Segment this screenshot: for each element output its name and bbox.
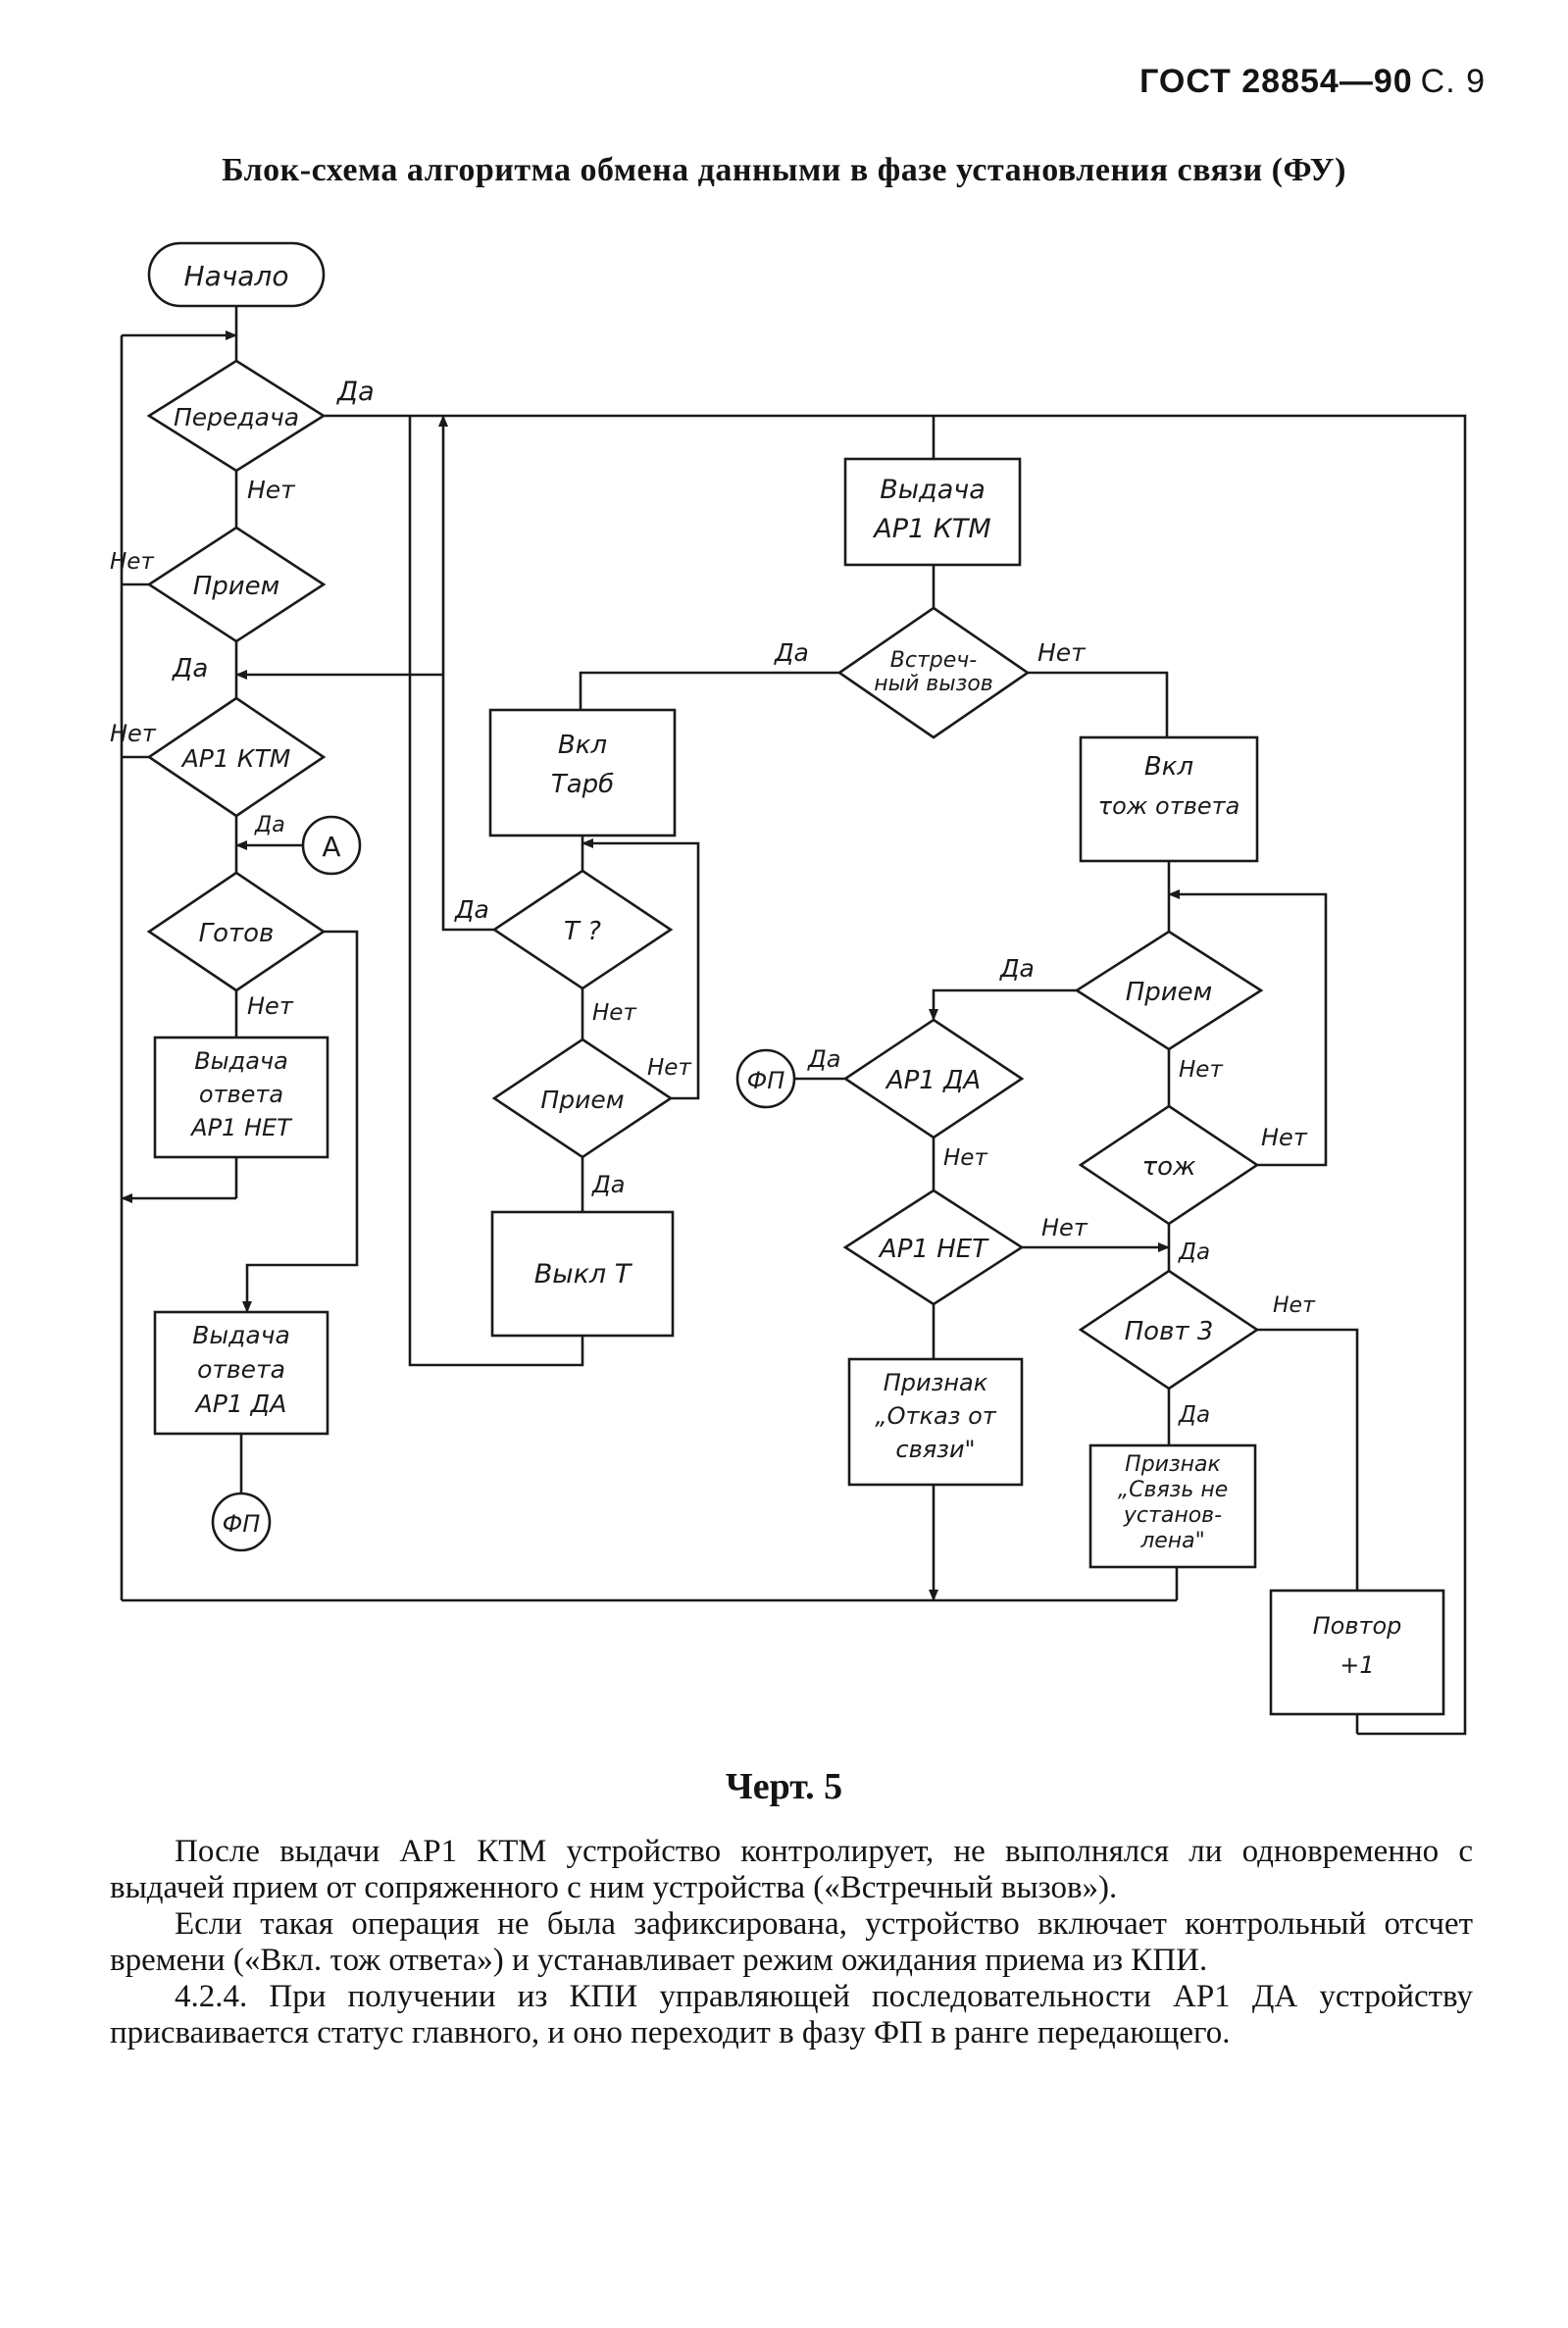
label-no: Нет [247, 992, 294, 1020]
label-no: Нет [110, 720, 157, 747]
label-no: Нет [943, 1145, 987, 1171]
label-no: Нет [110, 549, 154, 575]
label-no: Нет [1041, 1214, 1088, 1241]
box-vkl-t-otveta-line1: Вкл [1144, 752, 1193, 782]
decision-vstrechny [836, 606, 1031, 739]
label-yes: Да [336, 377, 375, 407]
decision-priem1-label: Прием [193, 572, 280, 601]
box-vydacha-net-line3: АР1 НЕТ [189, 1114, 293, 1141]
box-otkaz-line1: Признак [884, 1369, 988, 1396]
label-no: Нет [1179, 1057, 1223, 1083]
decision-priem2-label: Прием [540, 1086, 624, 1114]
box-vydacha-net-line1: Выдача [194, 1047, 288, 1075]
label-yes: Да [454, 895, 489, 924]
paragraph-1: После выдачи АР1 КТМ устройство контроли… [110, 1834, 1473, 1905]
decision-t-label: Т ? [564, 917, 601, 946]
decision-t-ozh-label: τож [1142, 1152, 1197, 1182]
box-otkaz [847, 1357, 1024, 1487]
label-yes: Да [591, 1171, 625, 1198]
box-ne-ust-line4: лена" [1139, 1529, 1205, 1553]
connector-fp-left-label: ФП [223, 1510, 261, 1538]
decision-gotov-label: Готов [199, 919, 275, 948]
decision-vstrechny-line1: Встреч- [890, 648, 978, 673]
body-text: После выдачи АР1 КТМ устройство контроли… [110, 1834, 1473, 2051]
decision-ap1net-label: АР1 НЕТ [878, 1235, 989, 1264]
box-ne-ust-line1: Признак [1125, 1452, 1221, 1477]
connector-fp-right [735, 1048, 796, 1109]
box-ne-ust-line2: „Связь не [1118, 1478, 1229, 1502]
start-label: Начало [184, 260, 289, 292]
box-ne-ust [1088, 1443, 1257, 1569]
decision-vstrechny-line2: ный вызов [874, 672, 993, 696]
diagram-title: Блок-схема алгоритма обмена данными в фа… [222, 152, 1346, 188]
box-vydacha-net [153, 1036, 329, 1159]
box-povtor-line2: +1 [1340, 1651, 1374, 1679]
box-vydacha-da-line1: Выдача [192, 1321, 290, 1349]
label-yes: Да [1178, 1240, 1210, 1265]
label-no: Нет [1273, 1293, 1316, 1318]
box-ne-ust-line3: установ- [1123, 1503, 1222, 1528]
label-yes: Да [807, 1045, 840, 1073]
decision-ap1da-label: АР1 ДА [885, 1066, 981, 1095]
box-vydacha-da-line3: АР1 ДА [194, 1390, 287, 1418]
label-yes: Да [172, 654, 208, 683]
decision-peredacha-label: Передача [174, 403, 299, 431]
connector-fp-right-label: ФП [747, 1067, 785, 1094]
standard-number: ГОСТ 28854—90 [1139, 63, 1413, 100]
box-vkl-tarb-line1: Вкл [558, 731, 607, 760]
figure-caption: Черт. 5 [725, 1766, 843, 1807]
box-otkaz-line3: связи" [895, 1436, 975, 1463]
label-yes: Да [774, 638, 809, 667]
box-vykl-t-label: Выкл Т [534, 1259, 633, 1290]
box-vkl-tarb-line2: Тарб [551, 770, 614, 799]
label-no: Нет [647, 1055, 691, 1081]
page-number: С. 9 [1420, 63, 1486, 100]
label-no: Нет [247, 476, 296, 504]
label-yes: Да [999, 954, 1035, 983]
box-otkaz-line2: „Отказ от [875, 1402, 997, 1430]
paragraph-3: 4.2.4. При получении из КПИ управляющей … [110, 1979, 1473, 2050]
flowchart: Начало Передача Нет Прием Да АР1 КТМ Да … [110, 241, 1467, 1736]
connector-a-label: А [322, 831, 340, 863]
paragraph-2: Если такая операция не была зафиксирован… [110, 1906, 1473, 1978]
decision-povt3-label: Повт 3 [1125, 1317, 1214, 1346]
box-vydacha-net-line2: ответа [199, 1081, 283, 1108]
label-no: Нет [1037, 638, 1087, 667]
label-no: Нет [1261, 1124, 1308, 1151]
connector-fp-left [211, 1492, 272, 1552]
decision-priem3-label: Прием [1126, 978, 1213, 1007]
box-vydacha-da-line2: ответа [197, 1355, 285, 1384]
decision-ap1ktm-label: АР1 КТМ [180, 744, 291, 773]
box-vydacha-ap1ktm-line2: АР1 КТМ [872, 514, 990, 544]
label-yes: Да [1178, 1402, 1210, 1428]
label-yes: Да [254, 813, 285, 837]
box-vkl-t-otveta-line2: τож ответа [1098, 792, 1240, 820]
label-no: Нет [592, 1000, 636, 1026]
box-povtor-line1: Повтор [1313, 1612, 1402, 1640]
box-vydacha-ap1ktm-line1: Выдача [880, 475, 986, 505]
